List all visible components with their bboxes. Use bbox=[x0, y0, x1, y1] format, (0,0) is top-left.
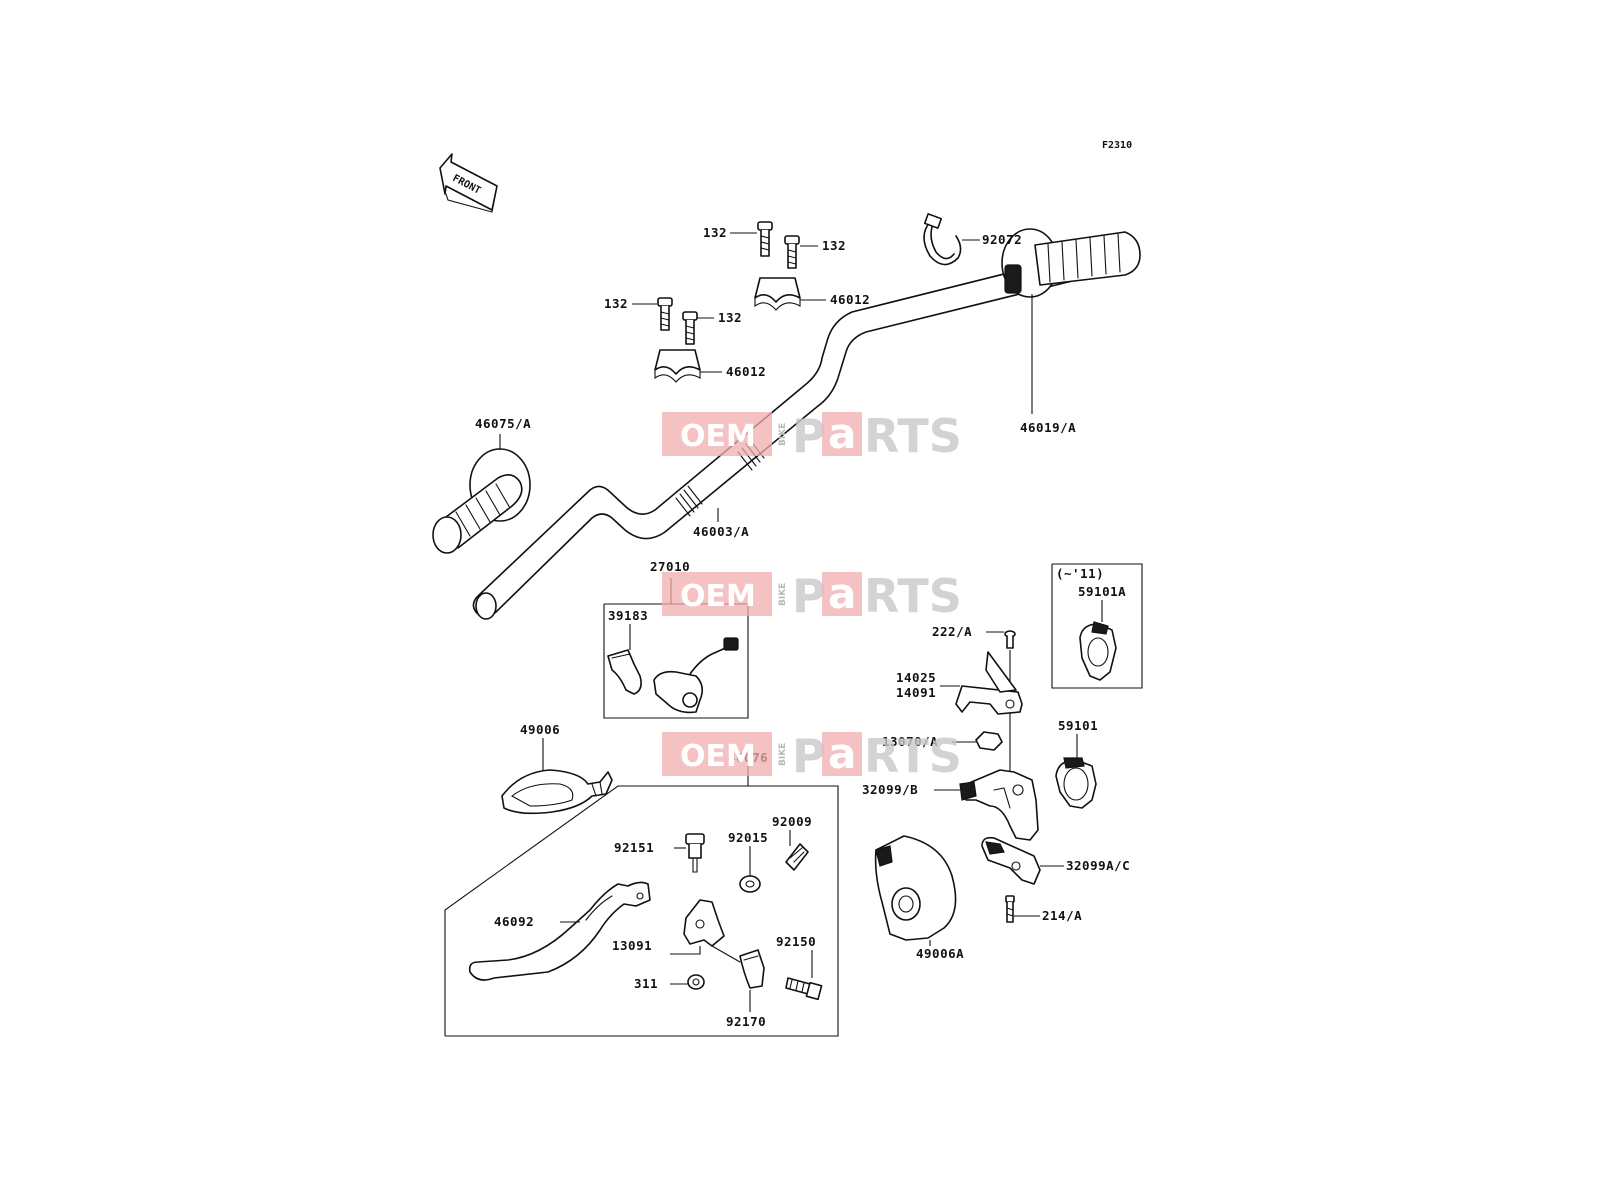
watermark-3: OEM BIKE P a RTS bbox=[662, 729, 962, 783]
bolt-92151 bbox=[685, 833, 705, 873]
svg-text:P: P bbox=[792, 729, 826, 783]
label-92072: 92072 bbox=[982, 232, 1022, 247]
label-46075a: 46075/A bbox=[475, 416, 531, 431]
label-27010: 27010 bbox=[650, 559, 690, 574]
figure-code: F2310 bbox=[1102, 140, 1132, 151]
lever-cover-49006 bbox=[501, 769, 613, 815]
label-variant-11: (~'11) bbox=[1056, 566, 1104, 581]
clamp-92170 bbox=[739, 949, 765, 989]
leader-lines bbox=[499, 232, 1103, 1012]
front-arrow-icon: FRONT bbox=[439, 153, 498, 213]
label-46012-lower: 46012 bbox=[726, 364, 766, 379]
label-46003a: 46003/A bbox=[693, 524, 749, 539]
label-92151: 92151 bbox=[614, 840, 654, 855]
svg-text:BIKE: BIKE bbox=[778, 743, 788, 766]
throttle-housing-32099b bbox=[959, 769, 1039, 841]
throttle-cover-14025 bbox=[955, 651, 1023, 715]
label-13091: 13091 bbox=[612, 938, 652, 953]
engine-stop-switch bbox=[653, 637, 739, 714]
bolt-132-a bbox=[757, 221, 773, 257]
label-132-a: 132 bbox=[703, 225, 727, 240]
svg-text:OEM: OEM bbox=[680, 419, 756, 454]
label-92009: 92009 bbox=[772, 814, 812, 829]
svg-text:RTS: RTS bbox=[864, 409, 962, 463]
bolt-132-b bbox=[784, 235, 800, 269]
label-92170: 92170 bbox=[726, 1014, 766, 1029]
throttle-grip-46019a bbox=[1001, 228, 1141, 298]
svg-text:OEM: OEM bbox=[680, 739, 756, 774]
svg-text:BIKE: BIKE bbox=[778, 423, 788, 446]
label-132-b: 132 bbox=[822, 238, 846, 253]
svg-text:RTS: RTS bbox=[864, 729, 962, 783]
bolt-132-d bbox=[682, 311, 698, 345]
bolt-132-c bbox=[657, 297, 673, 331]
throttle-housing-lower-32099ac bbox=[981, 836, 1041, 885]
label-132-c: 132 bbox=[604, 296, 628, 311]
svg-text:P: P bbox=[792, 569, 826, 623]
clamp-46012-lower bbox=[654, 349, 701, 383]
label-59101: 59101 bbox=[1058, 718, 1098, 733]
throttle-collar-59101 bbox=[1055, 757, 1097, 809]
lever-assy-box-46076 bbox=[444, 785, 839, 1037]
label-222a: 222/A bbox=[932, 624, 972, 639]
clamp-46012-upper bbox=[754, 277, 801, 311]
grip-46075a bbox=[432, 448, 531, 554]
label-214a: 214/A bbox=[1042, 908, 1082, 923]
nut-311 bbox=[687, 974, 705, 990]
label-49006a: 49006A bbox=[916, 946, 964, 961]
lever-cover-49006a bbox=[874, 835, 957, 941]
label-39183: 39183 bbox=[608, 608, 648, 623]
cable-nut-13070a bbox=[975, 731, 1003, 751]
label-46092: 46092 bbox=[494, 914, 534, 929]
adjuster-92009 bbox=[785, 843, 809, 871]
label-14091: 14091 bbox=[896, 685, 936, 700]
label-132-d: 132 bbox=[718, 310, 742, 325]
switch-clamp-39183 bbox=[607, 649, 642, 695]
lever-holder-13091 bbox=[683, 899, 741, 963]
bolt-92150 bbox=[785, 977, 823, 1001]
clutch-lever-46092 bbox=[468, 881, 651, 981]
label-13070a: 13070/A bbox=[882, 734, 938, 749]
svg-text:BIKE: BIKE bbox=[778, 583, 788, 606]
nut-92015 bbox=[739, 875, 761, 893]
watermark-1: OEM BIKE P a RTS bbox=[662, 409, 962, 463]
label-46019a: 46019/A bbox=[1020, 420, 1076, 435]
label-46012-upper: 46012 bbox=[830, 292, 870, 307]
svg-text:OEM: OEM bbox=[680, 579, 756, 614]
svg-text:a: a bbox=[828, 729, 856, 778]
label-32099b: 32099/B bbox=[862, 782, 918, 797]
svg-text:P: P bbox=[792, 409, 826, 463]
throttle-collar-59101a bbox=[1079, 621, 1117, 681]
label-92150: 92150 bbox=[776, 934, 816, 949]
variant-box-11 bbox=[1051, 563, 1143, 689]
svg-text:a: a bbox=[828, 409, 856, 458]
svg-text:RTS: RTS bbox=[864, 569, 962, 623]
label-14025: 14025 bbox=[896, 670, 936, 685]
label-311: 311 bbox=[634, 976, 658, 991]
screw-214a bbox=[1005, 895, 1015, 923]
svg-text:a: a bbox=[828, 569, 856, 618]
label-32099ac: 32099A/C bbox=[1066, 858, 1130, 873]
label-59101a: 59101A bbox=[1078, 584, 1126, 599]
label-49006: 49006 bbox=[520, 722, 560, 737]
label-92015: 92015 bbox=[728, 830, 768, 845]
cable-tie-92072 bbox=[923, 213, 962, 266]
screw-222a bbox=[1004, 630, 1016, 649]
watermark-2: OEM BIKE P a RTS bbox=[662, 569, 962, 623]
